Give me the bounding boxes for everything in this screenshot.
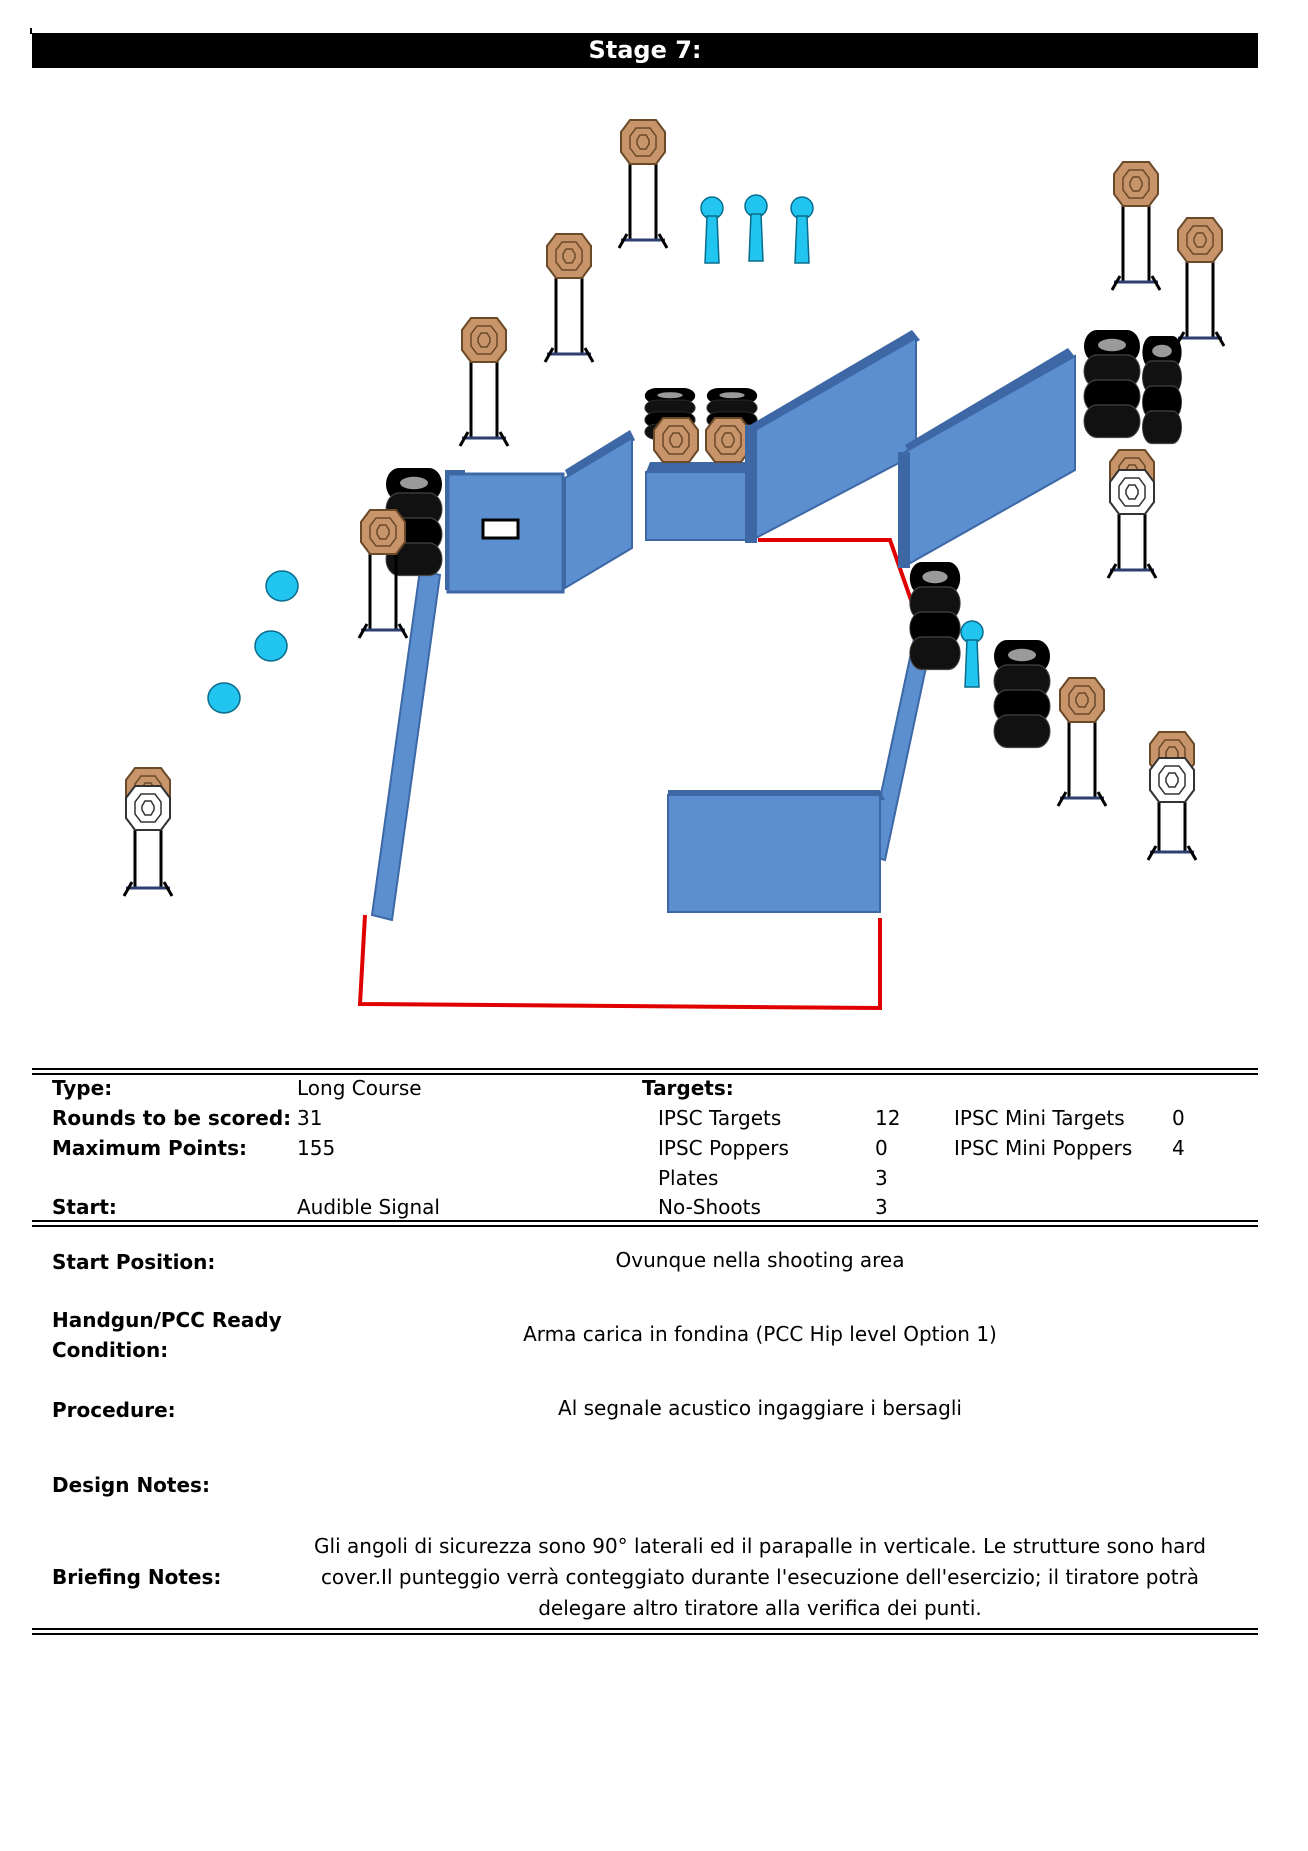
wall-with-port [445,470,565,594]
briefing-notes-label: Briefing Notes: [52,1565,222,1589]
max-points-label: Maximum Points: [52,1136,247,1160]
max-points-value: 155 [297,1136,336,1160]
mini-row-value: 0 [1172,1106,1185,1130]
target-row-label: No-Shoots [658,1195,761,1219]
start-label: Start: [52,1195,117,1219]
angled-wall-1 [564,430,635,590]
mini-row-label: IPSC Mini Poppers [954,1136,1133,1160]
fault-lines [357,538,920,1011]
left-wall [370,568,442,922]
target-row-label: IPSC Poppers [658,1136,789,1160]
briefing-notes-line: cover.Il punteggio verrà conteggiato dur… [320,1565,1200,1589]
summary-bottom-rule [32,1220,1258,1227]
target-row-value: 3 [875,1166,888,1190]
center-low-wall [645,462,758,541]
target-row-value: 3 [875,1195,888,1219]
rounds-value: 31 [297,1106,323,1130]
corner-mark [30,28,32,34]
target-row-value: 0 [875,1136,888,1160]
ready-condition-value: Arma carica in fondina (PCC Hip level Op… [523,1322,997,1346]
start-position-label: Start Position: [52,1250,216,1274]
summary-top-rule [32,1068,1258,1075]
start-value: Audible Signal [297,1195,440,1219]
ready-condition-label-2: Condition: [52,1338,169,1362]
type-label: Type: [52,1076,113,1100]
rounds-label: Rounds to be scored: [52,1106,292,1130]
stage-title: Stage 7: [588,36,702,64]
procedure-label: Procedure: [52,1398,176,1422]
center-targets [653,417,751,463]
target-row-label: Plates [658,1166,719,1190]
procedure-value: Al segnale acustico ingaggiare i bersagl… [558,1396,962,1420]
ready-condition-label-1: Handgun/PCC Ready [52,1308,282,1332]
targets-label: Targets: [642,1076,734,1100]
mini-row-value: 4 [1172,1136,1185,1160]
design-notes-label: Design Notes: [52,1473,210,1497]
stage-title-bar: Stage 7: [32,33,1258,68]
mini-row-label: IPSC Mini Targets [954,1106,1125,1130]
details-bottom-rule [32,1628,1258,1635]
type-value: Long Course [297,1076,422,1100]
front-right-wall [667,790,885,913]
angled-wall-3 [898,348,1076,568]
target-row-value: 12 [875,1106,901,1130]
start-position-value: Ovunque nella shooting area [615,1248,905,1272]
briefing-notes-line: Gli angoli di sicurezza sono 90° lateral… [314,1534,1206,1558]
angled-wall-2 [745,330,920,543]
briefing-notes-line: delegare altro tiratore alla verifica de… [538,1596,982,1620]
plates [207,570,299,714]
stage-diagram [122,119,1226,1011]
target-row-label: IPSC Targets [658,1106,782,1130]
